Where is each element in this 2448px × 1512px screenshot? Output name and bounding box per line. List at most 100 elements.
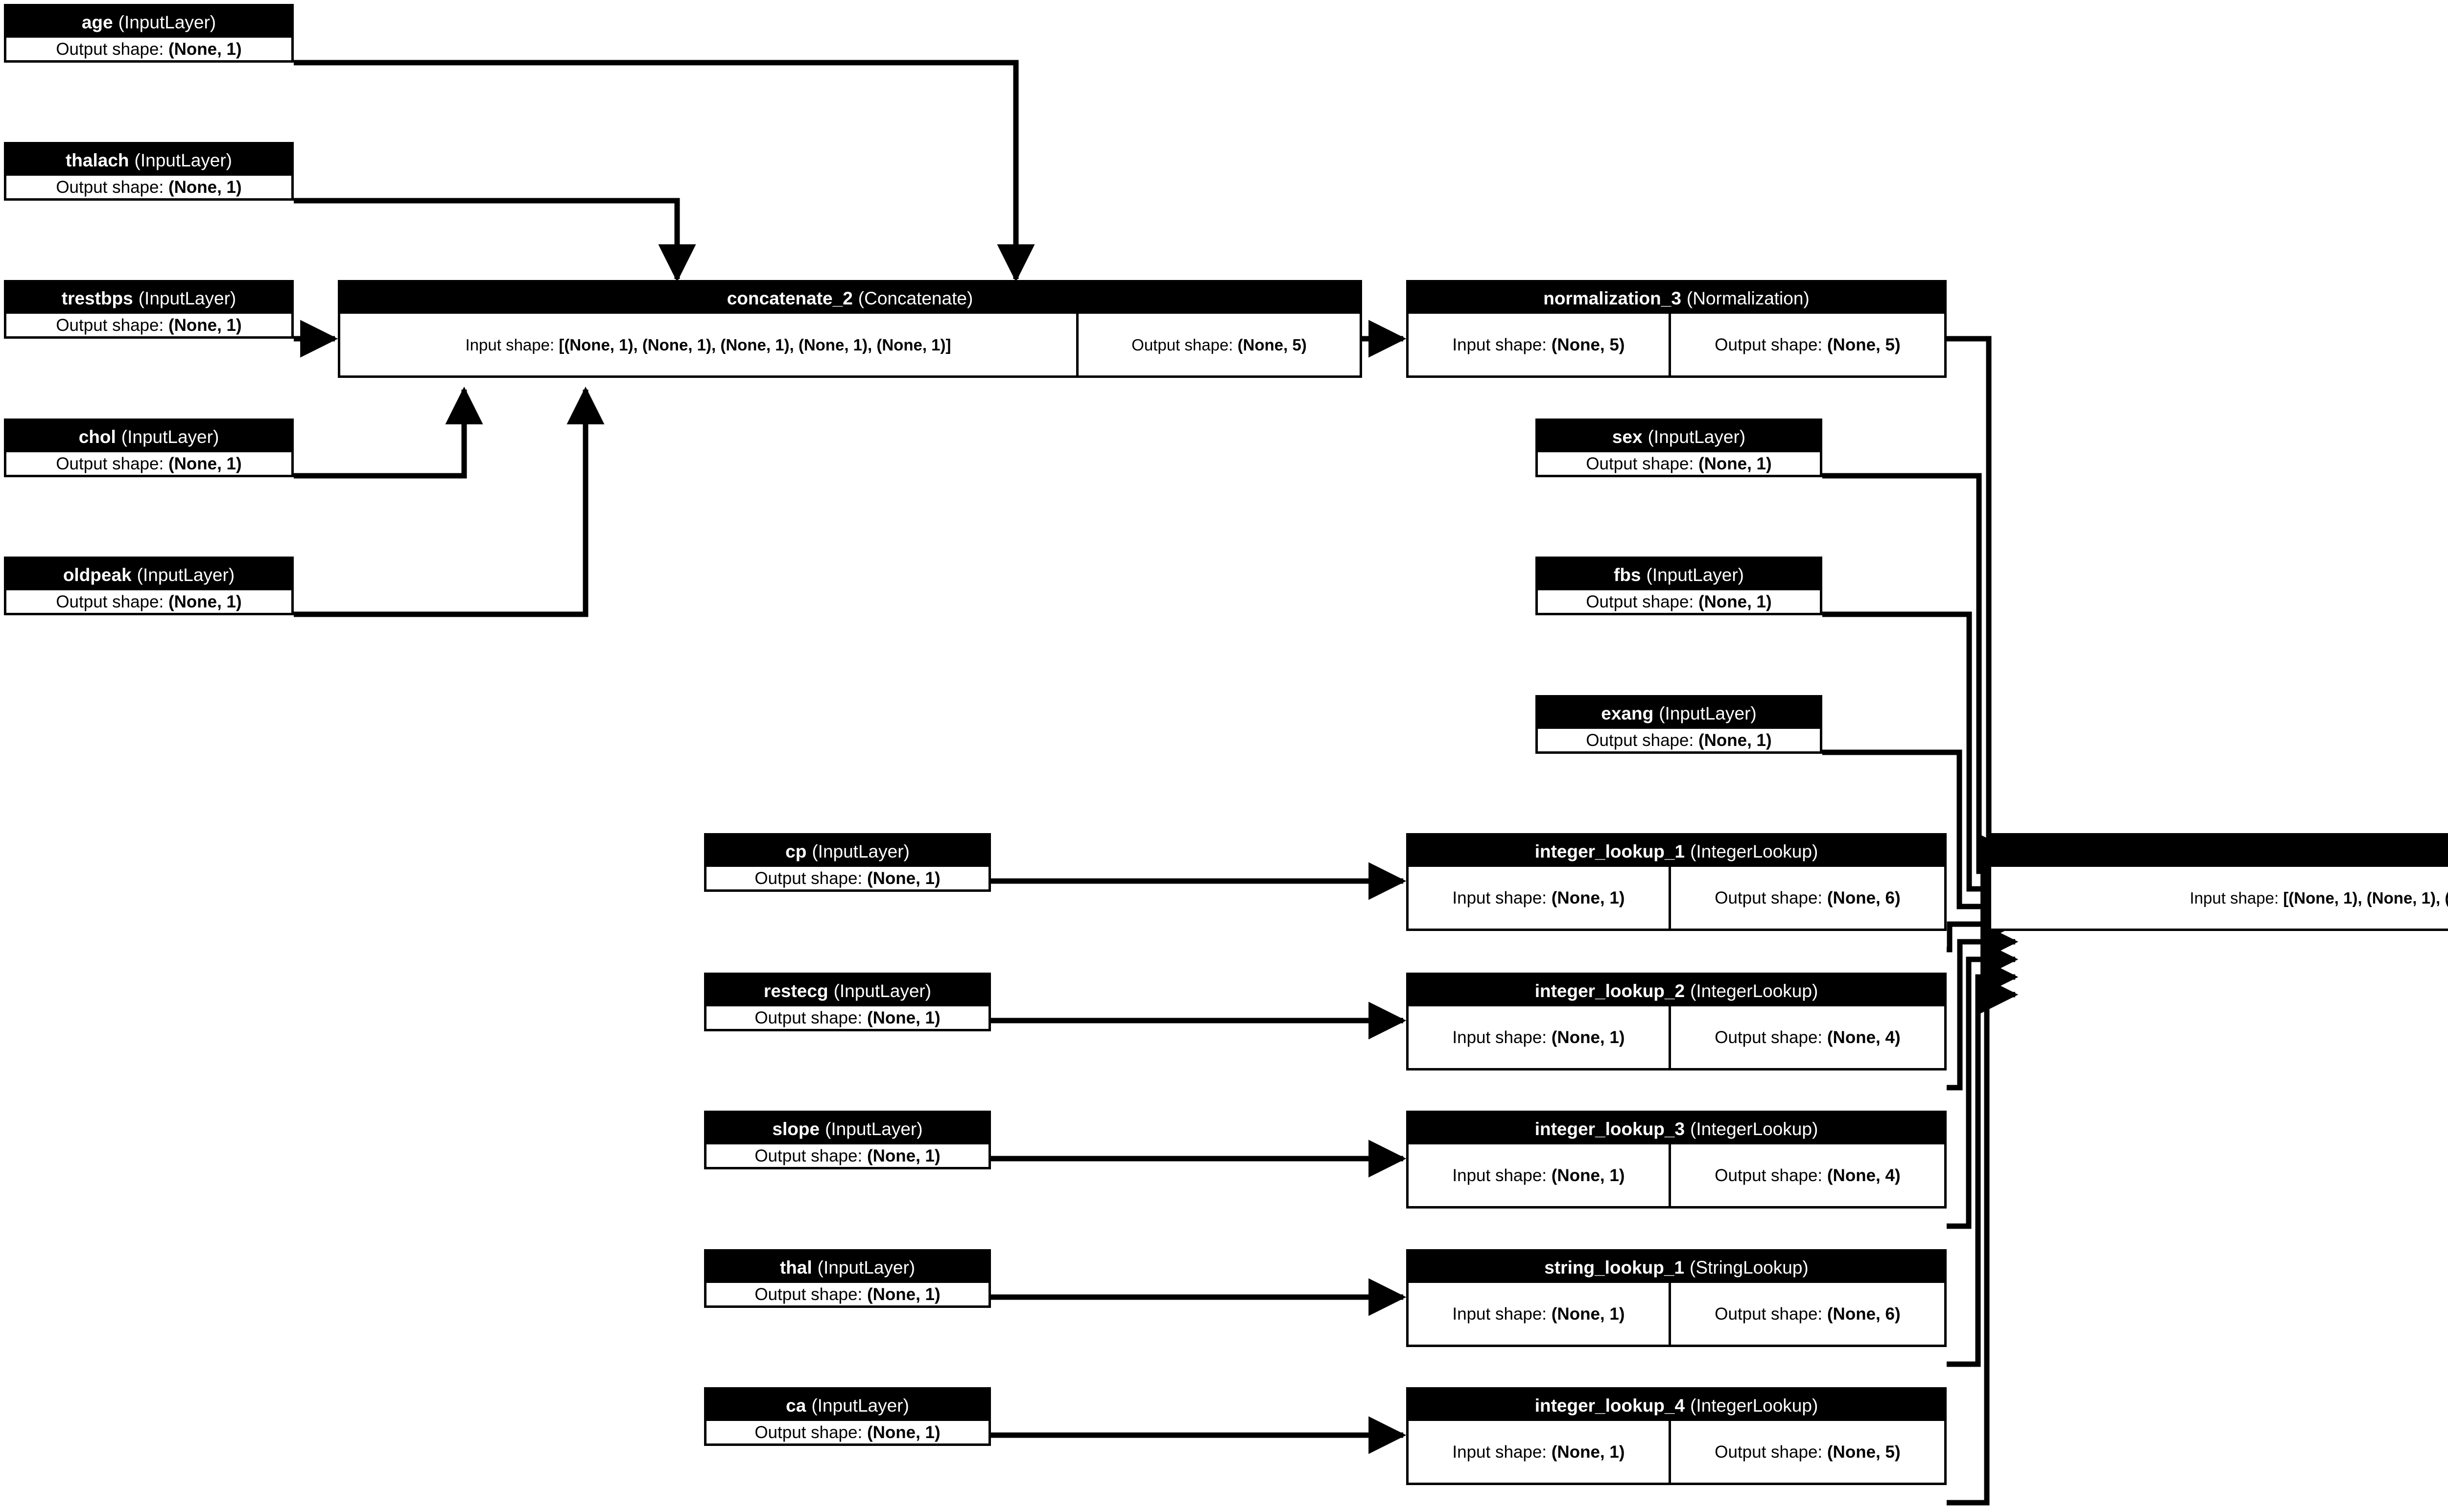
- output-shape-value: (None, 5): [1827, 1442, 1901, 1462]
- output-shape-value: (None, 1): [867, 1422, 941, 1442]
- node-integer-lookup-1[interactable]: integer_lookup_1 (IntegerLookup) Input s…: [1406, 833, 1947, 931]
- node-thalach-class: (InputLayer): [134, 150, 233, 170]
- node-concatenate-2-input-shape: Input shape: [(None, 1), (None, 1), (Non…: [340, 314, 1076, 375]
- node-integer-lookup-2-body: Input shape: (None, 1) Output shape: (No…: [1409, 1006, 1945, 1068]
- node-restecg-class: (InputLayer): [833, 980, 932, 1001]
- node-integer-lookup-2[interactable]: integer_lookup_2 (IntegerLookup) Input s…: [1406, 973, 1947, 1070]
- node-integer-lookup-3-name: integer_lookup_3: [1534, 1118, 1685, 1139]
- node-sex-name: sex: [1612, 426, 1643, 447]
- node-ca-body: Output shape: (None, 1): [706, 1421, 989, 1443]
- input-shape-value: (None, 1): [1551, 888, 1625, 907]
- node-trestbps[interactable]: trestbps (InputLayer) Output shape: (Non…: [4, 280, 294, 339]
- output-shape-label: Output shape:: [1715, 888, 1823, 907]
- node-oldpeak[interactable]: oldpeak (InputLayer) Output shape: (None…: [4, 557, 294, 615]
- output-shape-value: (None, 1): [168, 39, 242, 59]
- node-normalization-3-title: normalization_3 (Normalization): [1409, 282, 1944, 314]
- node-slope-output-shape: Output shape: (None, 1): [706, 1144, 989, 1167]
- node-restecg-output-shape: Output shape: (None, 1): [706, 1006, 989, 1029]
- node-chol-output-shape: Output shape: (None, 1): [6, 452, 291, 475]
- node-concatenate-2[interactable]: concatenate_2 (Concatenate) Input shape:…: [338, 280, 1362, 378]
- output-shape-label: Output shape:: [1586, 730, 1694, 750]
- node-thalach-output-shape: Output shape: (None, 1): [6, 176, 291, 198]
- node-concatenate-3[interactable]: concatenate_3 (Concatenate) Input shape:…: [1989, 833, 2448, 931]
- edge-thalach-to-concatenate2: [294, 198, 696, 282]
- output-shape-value: (None, 1): [168, 177, 242, 197]
- node-integer-lookup-4-input-shape: Input shape: (None, 1): [1409, 1421, 1669, 1483]
- node-chol-class: (InputLayer): [121, 426, 219, 447]
- node-integer-lookup-3-title: integer_lookup_3 (IntegerLookup): [1409, 1113, 1944, 1144]
- node-concatenate-2-class: (Concatenate): [858, 288, 973, 308]
- node-concatenate-2-name: concatenate_2: [727, 288, 853, 308]
- node-age[interactable]: age (InputLayer) Output shape: (None, 1): [4, 4, 294, 63]
- node-integer-lookup-2-title: integer_lookup_2 (IntegerLookup): [1409, 975, 1944, 1006]
- node-chol[interactable]: chol (InputLayer) Output shape: (None, 1…: [4, 419, 294, 477]
- node-exang-body: Output shape: (None, 1): [1538, 729, 1820, 751]
- node-string-lookup-1[interactable]: string_lookup_1 (StringLookup) Input sha…: [1406, 1249, 1947, 1347]
- node-restecg-name: restecg: [763, 980, 828, 1001]
- node-oldpeak-body: Output shape: (None, 1): [6, 590, 291, 613]
- node-ca[interactable]: ca (InputLayer) Output shape: (None, 1): [704, 1387, 991, 1446]
- node-exang-output-shape: Output shape: (None, 1): [1538, 729, 1820, 751]
- node-trestbps-name: trestbps: [61, 288, 133, 308]
- node-integer-lookup-4-class: (IntegerLookup): [1690, 1395, 1818, 1416]
- output-shape-value: (None, 1): [867, 1008, 941, 1027]
- node-integer-lookup-4-title: integer_lookup_4 (IntegerLookup): [1409, 1390, 1944, 1421]
- node-integer-lookup-1-input-shape: Input shape: (None, 1): [1409, 867, 1669, 929]
- output-shape-label: Output shape:: [1586, 454, 1694, 473]
- node-fbs-title: fbs (InputLayer): [1538, 559, 1820, 590]
- node-concatenate-3-body: Input shape: [(None, 1), (None, 1), (Non…: [1991, 867, 2448, 929]
- node-integer-lookup-1-output-shape: Output shape: (None, 6): [1671, 867, 1945, 929]
- node-sex-class: (InputLayer): [1648, 426, 1746, 447]
- output-shape-value: (None, 1): [1698, 730, 1772, 750]
- node-trestbps-body: Output shape: (None, 1): [6, 314, 291, 336]
- node-chol-body: Output shape: (None, 1): [6, 452, 291, 475]
- output-shape-value: (None, 4): [1827, 1165, 1901, 1185]
- node-fbs[interactable]: fbs (InputLayer) Output shape: (None, 1): [1535, 557, 1822, 615]
- node-cp-name: cp: [785, 841, 807, 861]
- node-normalization-3[interactable]: normalization_3 (Normalization) Input sh…: [1406, 280, 1947, 378]
- output-shape-label: Output shape:: [56, 39, 164, 59]
- node-integer-lookup-4-name: integer_lookup_4: [1534, 1395, 1685, 1416]
- node-age-class: (InputLayer): [118, 12, 216, 32]
- node-thalach[interactable]: thalach (InputLayer) Output shape: (None…: [4, 142, 294, 201]
- node-fbs-output-shape: Output shape: (None, 1): [1538, 590, 1820, 613]
- node-cp[interactable]: cp (InputLayer) Output shape: (None, 1): [704, 833, 991, 892]
- input-shape-value: (None, 1): [1551, 1304, 1625, 1324]
- output-shape-label: Output shape:: [754, 1422, 863, 1442]
- node-ca-name: ca: [786, 1395, 806, 1416]
- node-restecg-title: restecg (InputLayer): [706, 975, 989, 1006]
- node-integer-lookup-2-name: integer_lookup_2: [1534, 980, 1685, 1001]
- node-exang[interactable]: exang (InputLayer) Output shape: (None, …: [1535, 695, 1822, 754]
- node-restecg-body: Output shape: (None, 1): [706, 1006, 989, 1029]
- input-shape-label: Input shape:: [465, 335, 555, 354]
- output-shape-label: Output shape:: [1715, 1165, 1823, 1185]
- node-integer-lookup-3-output-shape: Output shape: (None, 4): [1671, 1144, 1945, 1206]
- output-shape-label: Output shape:: [1131, 335, 1233, 354]
- node-thal-output-shape: Output shape: (None, 1): [706, 1283, 989, 1305]
- node-cp-class: (InputLayer): [812, 841, 910, 861]
- node-integer-lookup-4-body: Input shape: (None, 1) Output shape: (No…: [1409, 1421, 1945, 1483]
- edge-stringlookup1-to-concatenate3: [1947, 958, 2019, 1367]
- node-slope-name: slope: [772, 1118, 820, 1139]
- node-sex[interactable]: sex (InputLayer) Output shape: (None, 1): [1535, 419, 1822, 477]
- node-chol-title: chol (InputLayer): [6, 421, 291, 452]
- node-concatenate-2-title: concatenate_2 (Concatenate): [340, 282, 1360, 314]
- node-thalach-name: thalach: [65, 150, 129, 170]
- output-shape-value: (None, 6): [1827, 888, 1901, 907]
- node-sex-output-shape: Output shape: (None, 1): [1538, 452, 1820, 475]
- node-age-title: age (InputLayer): [6, 6, 291, 38]
- node-integer-lookup-3-body: Input shape: (None, 1) Output shape: (No…: [1409, 1144, 1945, 1206]
- node-integer-lookup-3[interactable]: integer_lookup_3 (IntegerLookup) Input s…: [1406, 1111, 1947, 1209]
- edge-chol-to-concatenate2: [294, 386, 483, 479]
- node-integer-lookup-4[interactable]: integer_lookup_4 (IntegerLookup) Input s…: [1406, 1387, 1947, 1485]
- node-normalization-3-name: normalization_3: [1543, 288, 1681, 308]
- node-thal-name: thal: [779, 1257, 812, 1278]
- output-shape-label: Output shape:: [56, 454, 164, 473]
- edge-integerlookup4-to-concatenate3: [1947, 976, 2019, 1506]
- node-restecg[interactable]: restecg (InputLayer) Output shape: (None…: [704, 973, 991, 1031]
- node-slope-title: slope (InputLayer): [706, 1113, 989, 1144]
- node-thalach-body: Output shape: (None, 1): [6, 176, 291, 198]
- node-thal[interactable]: thal (InputLayer) Output shape: (None, 1…: [704, 1249, 991, 1308]
- output-shape-label: Output shape:: [754, 1284, 863, 1304]
- node-slope[interactable]: slope (InputLayer) Output shape: (None, …: [704, 1111, 991, 1169]
